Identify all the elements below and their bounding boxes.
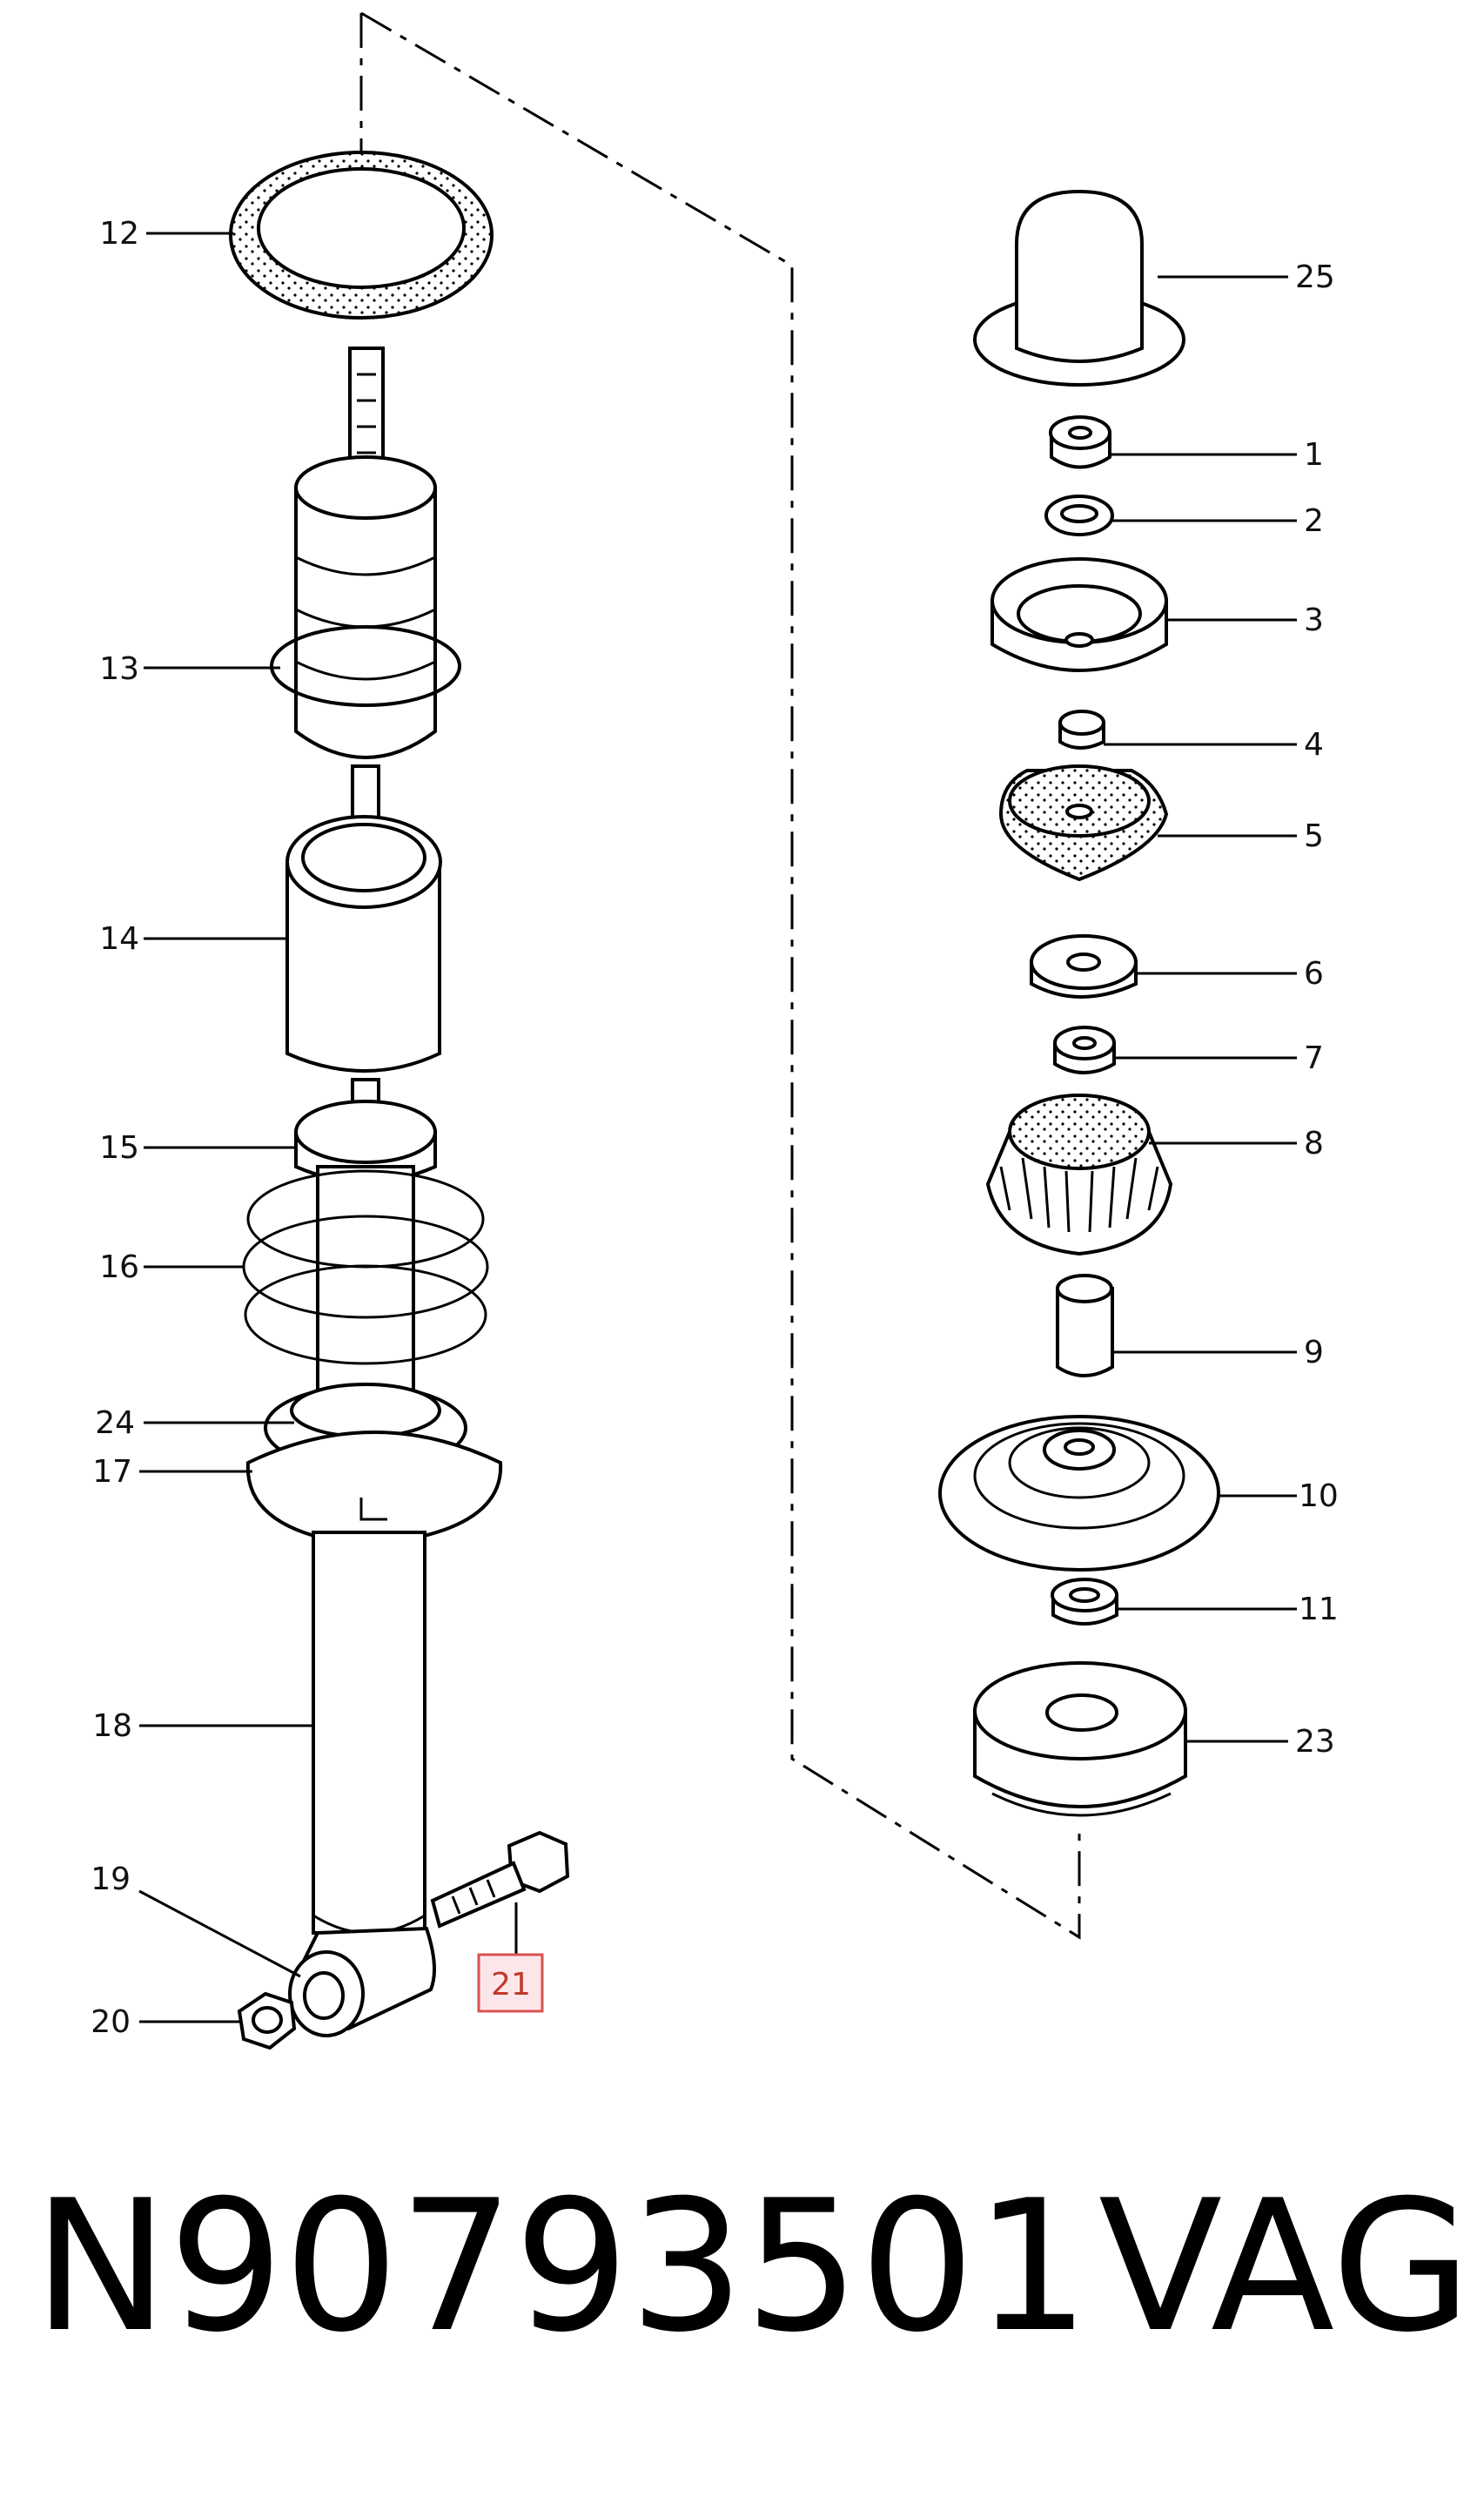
part-number: N90793501	[33, 2162, 1091, 2373]
part-19-eye-mount	[288, 1926, 436, 2037]
part-8-ribbed-mount	[985, 1094, 1173, 1256]
part-15-cap	[294, 1100, 437, 1184]
callout-15[interactable]: 15	[99, 1130, 139, 1166]
part-9-spacer	[1056, 1274, 1114, 1377]
callout-19[interactable]: 19	[91, 1861, 131, 1897]
callout-23[interactable]: 23	[1295, 1724, 1335, 1760]
callout-12[interactable]: 12	[99, 216, 139, 252]
part-17-lower-seat	[245, 1431, 503, 1548]
callout-1[interactable]: 1	[1304, 437, 1324, 473]
part-2-washer	[1044, 495, 1114, 536]
part-damper-upper	[316, 1165, 415, 1430]
callout-10[interactable]: 10	[1299, 1478, 1339, 1514]
part-12-ring	[229, 151, 494, 320]
part-10-mount-plate	[938, 1415, 1220, 1572]
callout-20[interactable]: 20	[91, 2004, 131, 2040]
part-7-nut	[1053, 1026, 1116, 1074]
part-1-nut	[1049, 415, 1111, 469]
callout-6[interactable]: 6	[1304, 956, 1324, 992]
part-25-dust-cap	[973, 189, 1185, 387]
assembly-guide-line	[359, 11, 1081, 1940]
callout-2[interactable]: 2	[1304, 503, 1324, 539]
part-18-damper-tube	[312, 1531, 426, 1935]
callout-5[interactable]: 5	[1304, 818, 1324, 854]
part-14-protective-tube	[285, 815, 442, 1073]
part-13-bump-stop	[270, 455, 461, 759]
callout-9[interactable]: 9	[1304, 1335, 1324, 1370]
part-21-bolt	[430, 1830, 570, 1929]
callout-11[interactable]: 11	[1299, 1592, 1339, 1627]
callout-14[interactable]: 14	[99, 921, 139, 957]
part-5-rubber-mount	[998, 764, 1169, 882]
callout-24[interactable]: 24	[95, 1405, 135, 1441]
exploded-parts-diagram: 12 13 14 15 16 24 17 18 19 20 21 25 1 2 …	[91, 11, 1339, 2050]
callout-7[interactable]: 7	[1304, 1040, 1324, 1076]
part-6-plate	[1030, 934, 1138, 999]
callout-17[interactable]: 17	[92, 1454, 132, 1490]
callout-4[interactable]: 4	[1304, 727, 1324, 763]
part-11-bush	[1051, 1578, 1118, 1626]
callout-13[interactable]: 13	[99, 651, 139, 687]
callout-16[interactable]: 16	[99, 1249, 139, 1285]
part-20-nut	[237, 1991, 297, 2050]
callout-21[interactable]: 21	[491, 1967, 531, 2003]
leader-lines	[138, 232, 1297, 2023]
part-23-rubber-block	[973, 1661, 1187, 1817]
callout-8[interactable]: 8	[1304, 1126, 1324, 1161]
highlight-box-21	[477, 1953, 544, 2013]
callout-3[interactable]: 3	[1304, 603, 1324, 638]
brand-name: VAG	[1098, 2162, 1472, 2373]
part-16-coil-spring	[242, 1169, 489, 1365]
part-3-cup	[990, 557, 1168, 672]
callout-18[interactable]: 18	[92, 1708, 132, 1744]
part-4-bush	[1058, 710, 1105, 750]
callout-25[interactable]: 25	[1295, 259, 1335, 295]
